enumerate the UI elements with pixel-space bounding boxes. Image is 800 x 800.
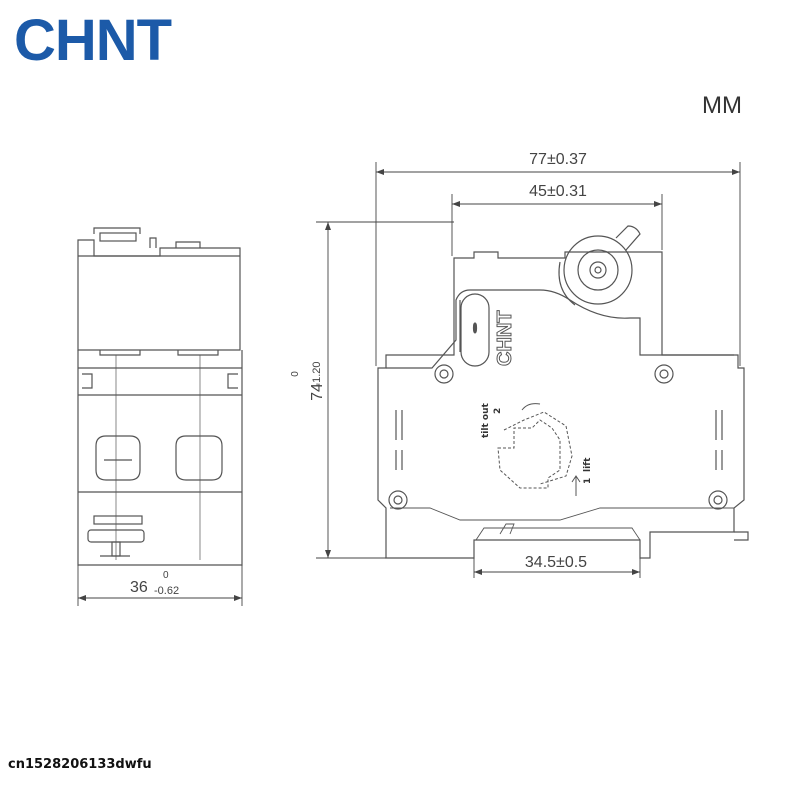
- overall-length-label: 77±0.37: [529, 151, 587, 168]
- side-view: [377, 225, 749, 559]
- height-value-label: 74: [309, 383, 326, 401]
- dimension-arrows: [78, 169, 740, 601]
- width-tol-lower: -0.62: [154, 585, 179, 597]
- lift-label: lift: [583, 457, 593, 472]
- chnt-logo: CHNT: [14, 8, 172, 73]
- watermark-text: cn1528206133dwfu: [8, 757, 152, 772]
- front-view: [77, 227, 243, 566]
- width-tol-upper: 0: [163, 570, 169, 581]
- side-brand-mark: CHNT: [494, 310, 516, 366]
- rail-width-label: 34.5±0.5: [525, 554, 587, 571]
- height-tol-lower: -1.20: [311, 361, 323, 386]
- dimension-lines: [77, 162, 741, 606]
- lift-step-number: 1: [583, 478, 593, 484]
- height-tol-upper: 0: [290, 371, 301, 377]
- units-label: MM: [702, 92, 742, 119]
- inner-length-label: 45±0.31: [529, 183, 587, 200]
- width-value-label: 36: [130, 579, 148, 596]
- tilt-step-number: 2: [493, 408, 503, 414]
- tilt-out-label: tilt out: [481, 403, 491, 438]
